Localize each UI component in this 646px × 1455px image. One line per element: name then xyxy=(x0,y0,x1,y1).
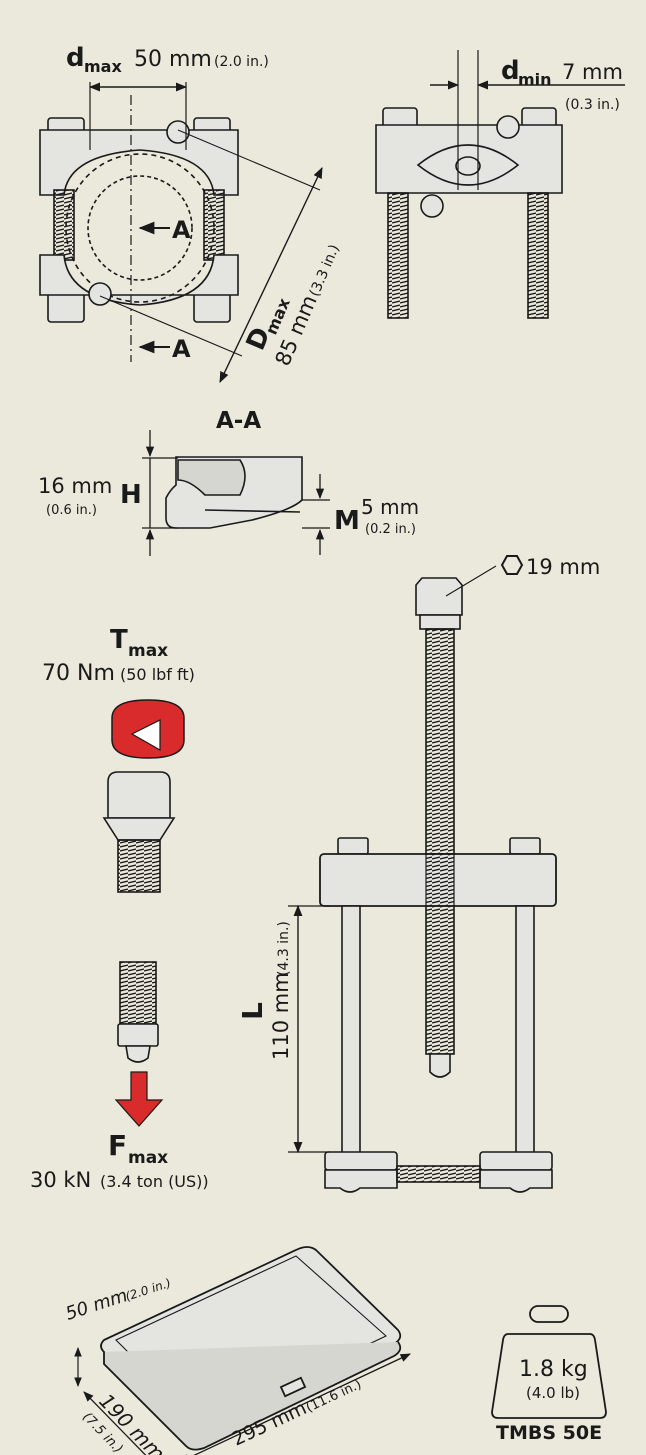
force-adapter xyxy=(117,961,159,1063)
case-height-value: 50 mm xyxy=(63,1285,130,1325)
force-arrow-icon xyxy=(114,1071,164,1127)
torque-rotation-icon xyxy=(111,699,185,759)
h-unit: (0.6 in.) xyxy=(46,503,97,518)
tmax-symbol: T xyxy=(110,625,128,655)
section-marker-top: A xyxy=(172,216,191,244)
l-value: 110 mm xyxy=(269,972,293,1060)
fmax-symbol: F xyxy=(108,1129,127,1162)
m-label: M xyxy=(334,506,360,536)
cross-section-profile xyxy=(165,456,303,529)
dmax-value: 50 mm xyxy=(134,47,212,72)
dmax-symbol: d xyxy=(66,43,85,73)
storage-case xyxy=(100,1246,402,1451)
separator-front-view xyxy=(39,117,239,323)
torque-bolt xyxy=(102,771,176,893)
dmin-subscript: min xyxy=(518,70,552,89)
weight-unit: (4.0 lb) xyxy=(526,1384,580,1402)
l-label: L xyxy=(236,1002,269,1020)
threaded-spindle xyxy=(425,628,455,855)
dmin-value: 7 mm xyxy=(562,60,623,84)
dmin-unit: (0.3 in.) xyxy=(565,97,620,113)
bottom-separator xyxy=(324,1151,553,1193)
pull-rod-right xyxy=(515,905,535,1157)
h-value: 16 mm xyxy=(38,474,112,498)
fmax-unit: (3.4 ton (US)) xyxy=(100,1172,209,1191)
separator-side-view xyxy=(375,107,563,319)
fmax-value: 30 kN xyxy=(30,1168,91,1192)
hex-value: 19 mm xyxy=(526,555,600,579)
tmax-unit: (50 lbf ft) xyxy=(120,665,195,684)
hex-bolt-head xyxy=(415,577,463,630)
tmax-value: 70 Nm xyxy=(42,661,115,686)
weight-value: 1.8 kg xyxy=(519,1357,588,1382)
l-unit: (4.3 in.) xyxy=(276,921,292,976)
dmax-subscript: max xyxy=(84,57,122,76)
h-label: H xyxy=(120,480,142,510)
section-marker-bottom: A xyxy=(172,335,191,363)
Dmax-dimension xyxy=(219,166,323,384)
weight-icon xyxy=(491,1305,607,1419)
Dmax-label-group: D max 85 mm (3.3 in.) xyxy=(241,242,343,369)
section-title: A-A xyxy=(216,408,261,434)
fmax-subscript: max xyxy=(128,1148,168,1168)
hexagon-icon xyxy=(500,555,524,575)
tmax-subscript: max xyxy=(128,641,168,661)
Dmax-unit: (3.3 in.) xyxy=(307,242,343,299)
dmin-symbol: d xyxy=(501,56,520,86)
model-label: TMBS 50E xyxy=(496,1422,602,1444)
m-unit: (0.2 in.) xyxy=(365,522,416,537)
pull-rod-left xyxy=(341,905,361,1157)
case-height-unit: (2.0 in.) xyxy=(124,1276,173,1304)
m-value: 5 mm xyxy=(361,495,419,519)
l-value-group: 110 mm (4.3 in.) xyxy=(269,921,293,1060)
dmax-unit: (2.0 in.) xyxy=(214,54,269,70)
